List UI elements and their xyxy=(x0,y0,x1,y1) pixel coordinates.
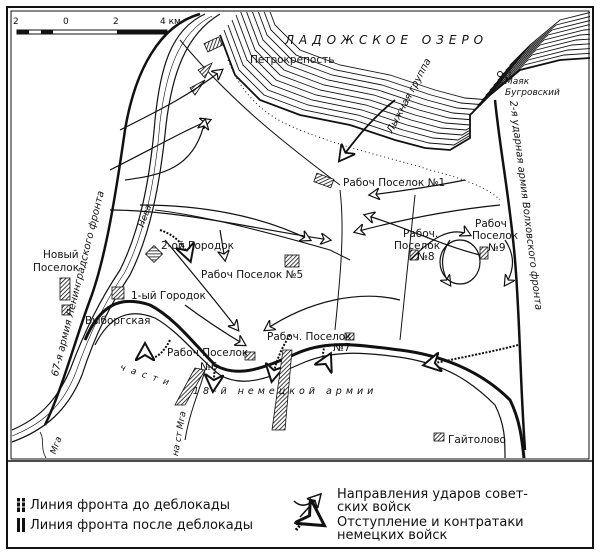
map-frame xyxy=(10,10,590,460)
scale-tick: 2 xyxy=(13,17,19,27)
german-counterattack-arrows xyxy=(145,229,519,390)
legend-soviet-arrow-icon xyxy=(293,495,320,518)
label-petrokrepost: Петрокрепость xyxy=(250,54,335,66)
settlement-petrokrepost xyxy=(203,36,223,53)
attack-arrow xyxy=(370,179,466,195)
legend-german-counterattacks: немецких войск xyxy=(337,528,448,543)
attack-arrow xyxy=(355,204,501,232)
counterattack-arrow xyxy=(159,229,190,260)
front-line-volkhov xyxy=(493,99,527,451)
attack-arrow xyxy=(164,239,238,330)
outer-frame xyxy=(6,6,594,549)
settlement-6 xyxy=(244,351,256,361)
settlement-8 xyxy=(409,249,419,261)
label-gaitolovo: Гайтолово xyxy=(448,434,506,446)
scale-tick: 4 км xyxy=(160,17,181,27)
attack-arrow xyxy=(365,215,481,256)
legend-german-counterattacks: Отступление и контратаки xyxy=(337,515,524,530)
counterattack-arrow xyxy=(213,364,215,390)
attack-arrow xyxy=(505,239,513,285)
label-lighthouse: Бугровский xyxy=(505,88,560,98)
ski-group-arrow xyxy=(340,99,396,160)
label-settlement-1: Рабоч Поселок №1 xyxy=(343,177,446,189)
label-lake: ЛАДОЖСКОЕ ОЗЕРО xyxy=(285,33,489,47)
legend-front-after: Линия фронта после деблокады xyxy=(30,518,253,533)
label-settlement-8: Рабоч. xyxy=(403,228,439,240)
label-novy-poselok: Новый xyxy=(43,249,79,261)
settlement-novy-2 xyxy=(61,304,71,316)
label-settlement-7: Рабоч. Поселок xyxy=(267,331,352,343)
lake-shore xyxy=(219,34,591,151)
front-line-leningrad xyxy=(43,12,201,426)
lake-contours xyxy=(220,12,590,150)
legend-front-before-symbol xyxy=(17,498,25,512)
counterattack-arrow xyxy=(425,344,519,365)
legend-front-before: Линия фронта до деблокады xyxy=(30,498,231,513)
front-line-german-north xyxy=(227,59,501,201)
settlement-7 xyxy=(344,332,355,341)
label-settlement-9: Рабоч xyxy=(475,218,507,230)
label-lighthouse: Маяк xyxy=(505,77,530,87)
railway xyxy=(94,313,506,459)
label-settlement-6: №6 xyxy=(200,361,218,373)
attack-arrow xyxy=(409,232,470,261)
label-gorodok-2: 2-ой Городок xyxy=(161,240,234,252)
attack-arrow xyxy=(119,70,222,131)
legend-soviet-attacks: Направления ударов совет- xyxy=(337,487,529,502)
legend-soviet-attacks: ских войск xyxy=(337,500,412,515)
label-settlement-9: Поселок xyxy=(472,230,519,242)
label-settlement-6: Рабоч Поселок xyxy=(167,347,249,359)
legend-german-arrow-icon xyxy=(296,520,322,531)
label-german-army: 18-й немецкой армии xyxy=(193,386,378,397)
label-novy-poselok: Поселок xyxy=(33,262,80,274)
settlement-9 xyxy=(479,246,489,260)
counterattack-arrow xyxy=(272,334,291,380)
label-gorodok-1: 1-ый Городок xyxy=(131,290,206,302)
label-settlement-5: Рабоч Поселок №5 xyxy=(201,269,304,281)
front-line-after xyxy=(83,299,526,459)
counterattack-arrow xyxy=(323,344,330,360)
attack-arrow xyxy=(124,120,205,181)
label-vyborgskaya: Выборгская xyxy=(85,315,151,327)
lighthouse-icon xyxy=(497,71,503,86)
settlement-1 xyxy=(313,172,335,189)
counterattack-arrow xyxy=(145,339,171,358)
settlement-gaitolovo xyxy=(433,432,445,442)
settlement-gorodok-2 xyxy=(144,244,164,264)
encirclement-ring xyxy=(439,239,481,285)
scale-tick: 2 xyxy=(113,17,119,27)
label-settlement-9: №9 xyxy=(488,242,506,254)
label-settlement-8: Поселок xyxy=(394,240,441,252)
label-settlement-7: №7 xyxy=(333,342,351,354)
attack-arrow xyxy=(184,304,245,345)
settlement-gorodok-1 xyxy=(111,286,125,300)
scale-tick: 0 xyxy=(63,17,69,27)
settlement-5 xyxy=(284,254,300,268)
attack-arrow xyxy=(139,204,310,240)
scale-bar xyxy=(16,29,168,35)
german-retreat-wedges xyxy=(174,349,293,431)
settlement-marker xyxy=(197,62,213,79)
label-settlement-8: №8 xyxy=(417,251,435,263)
settlements xyxy=(59,36,489,442)
attack-arrow xyxy=(265,295,401,330)
settlement-novy xyxy=(59,277,71,301)
attack-arrow xyxy=(220,229,225,260)
legend-front-after-symbol xyxy=(17,518,25,532)
soviet-attack-arrows xyxy=(109,70,513,345)
